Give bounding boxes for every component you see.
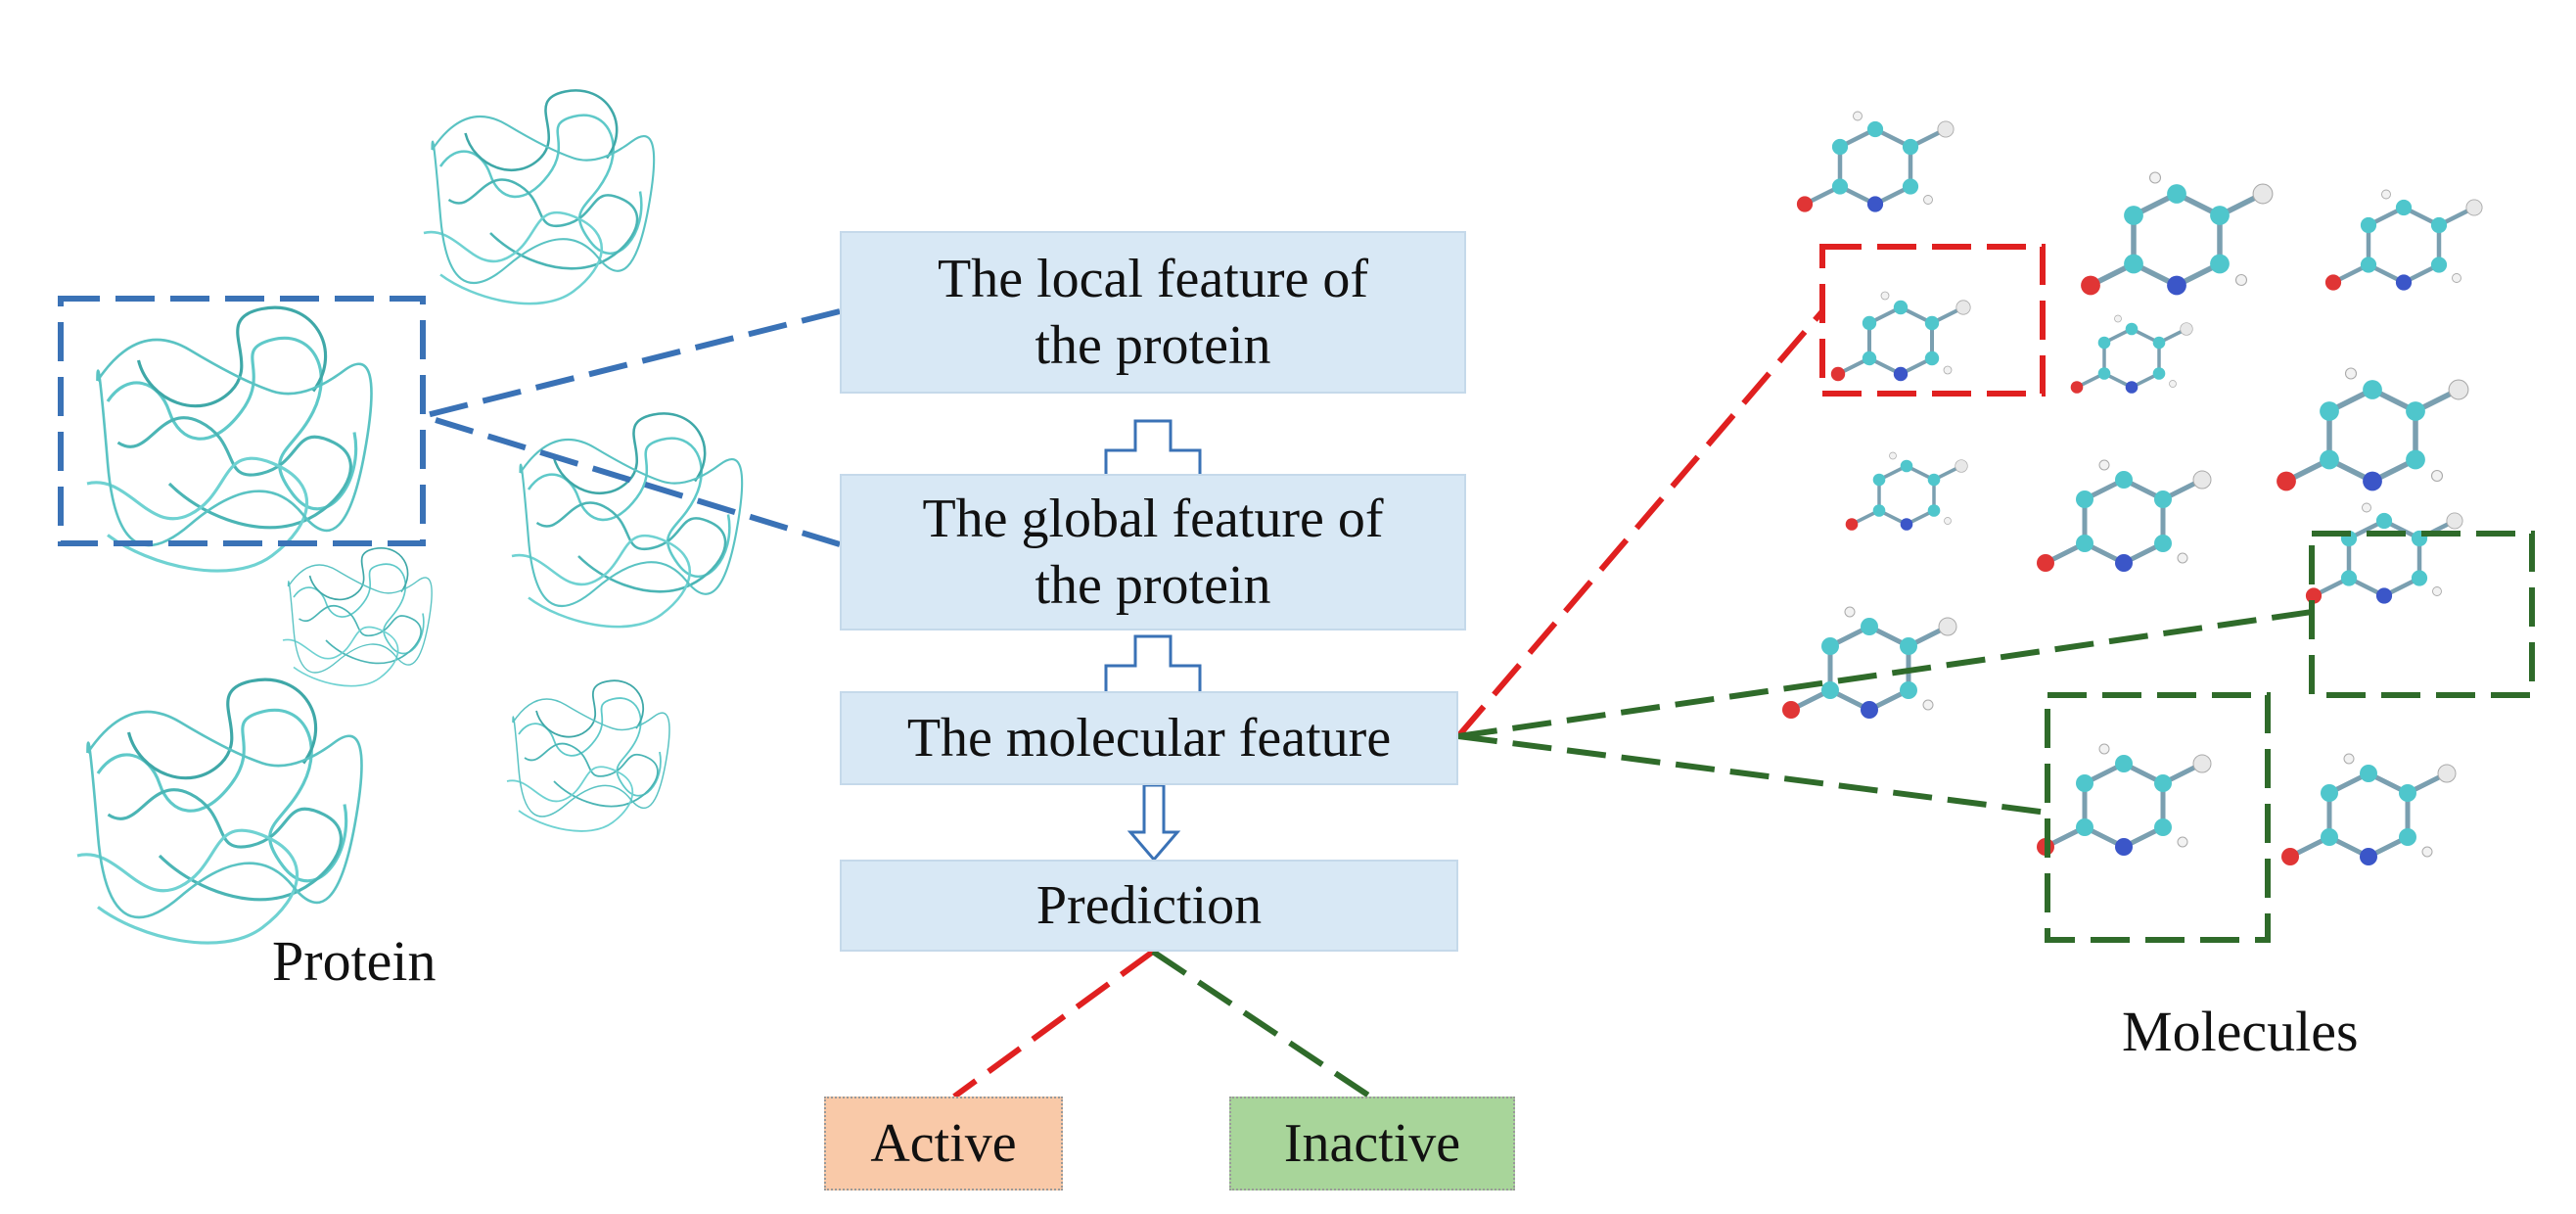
step-global-line1: The global feature of <box>922 489 1384 549</box>
step-prediction: Prediction <box>840 860 1458 952</box>
step-molecular-feature: The molecular feature <box>840 691 1458 785</box>
step-local-line2: the protein <box>1035 315 1271 376</box>
step-global-line2: the protein <box>1035 555 1271 616</box>
connector-molecular-to-active <box>1455 309 1825 738</box>
active-molecule-highlight-box <box>1819 244 2046 397</box>
step-global-feature: The global feature of the protein <box>840 474 1466 630</box>
protein-structure-1 <box>422 89 656 305</box>
molecule-2 <box>2081 172 2273 295</box>
molecule-9 <box>1782 607 1956 719</box>
connector-prediction-to-active <box>952 949 1155 1099</box>
molecules-label: Molecules <box>2122 1000 2359 1063</box>
connector-global-to-protein <box>422 413 841 547</box>
molecule-4 <box>1831 292 1970 381</box>
molecule-5 <box>2068 313 2195 396</box>
molecule-12 <box>2281 754 2456 865</box>
connector-molecular-to-inactive-1 <box>1457 609 2313 739</box>
step-local-line1: The local feature of <box>938 249 1368 309</box>
molecule-3 <box>2325 190 2482 291</box>
molecule-6 <box>2277 368 2468 490</box>
outcome-inactive-label: Inactive <box>1283 1113 1461 1174</box>
molecule-10 <box>2306 503 2462 604</box>
inactive-molecule-highlight-box-2 <box>2045 692 2271 943</box>
molecule-7 <box>1843 450 1970 533</box>
protein-structure-3 <box>510 412 744 629</box>
connector-molecular-to-inactive-2 <box>1457 733 2048 816</box>
outcome-active: Active <box>824 1097 1063 1191</box>
molecule-1 <box>1797 112 1954 212</box>
molecule-8 <box>2037 460 2211 572</box>
step-prediction-label: Prediction <box>1035 875 1263 936</box>
outcome-inactive: Inactive <box>1229 1097 1515 1191</box>
protein-structure-2 <box>85 305 374 573</box>
protein-highlight-box <box>58 296 426 546</box>
outcome-active-label: Active <box>870 1113 1017 1174</box>
protein-structure-6 <box>506 679 670 832</box>
protein-structure-5 <box>75 677 364 945</box>
protein-label: Protein <box>272 929 437 993</box>
inactive-molecule-highlight-box-1 <box>2309 531 2535 698</box>
step-molecular-label: The molecular feature <box>906 708 1392 769</box>
molecule-11 <box>2037 744 2211 856</box>
down-arrow-icon <box>1127 783 1181 863</box>
protein-structure-4 <box>282 546 433 687</box>
connector-prediction-to-inactive <box>1151 949 1372 1099</box>
connector-local-to-protein <box>422 308 841 419</box>
step-local-feature: The local feature of the protein <box>840 231 1466 394</box>
